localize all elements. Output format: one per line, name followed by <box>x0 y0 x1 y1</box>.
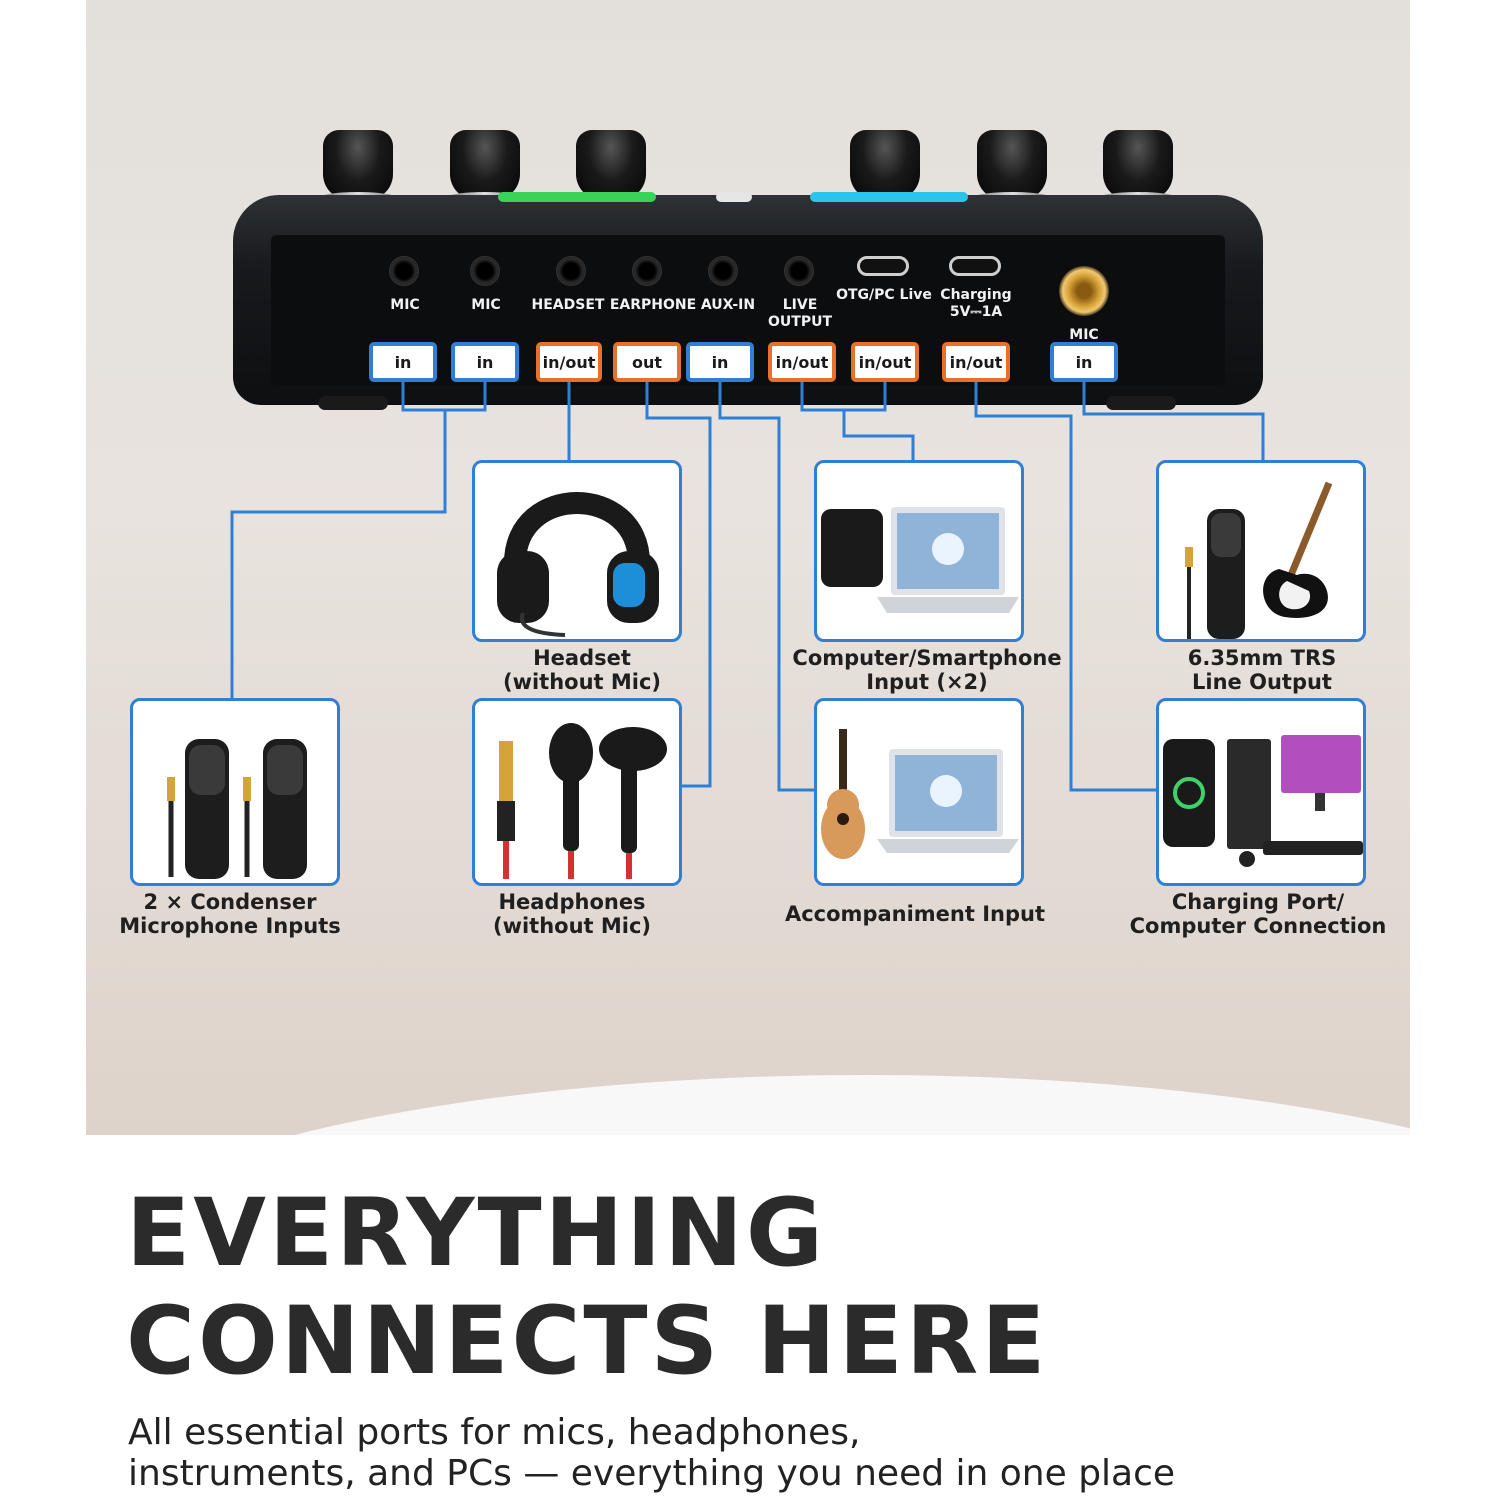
caption-computer-smartphone: Computer/Smartphone Input (×2) <box>792 646 1062 694</box>
wire-accompaniment <box>718 380 815 792</box>
headline: EVERYTHING CONNECTS HERE <box>126 1180 1048 1396</box>
subheadline: All essential ports for mics, headphones… <box>128 1412 1175 1494</box>
caption-headphones: Headphones (without Mic) <box>492 890 652 938</box>
tag-otg: in/out <box>851 342 919 382</box>
tag-earphone: out <box>613 342 681 382</box>
white-led <box>716 192 752 202</box>
aux-in-jack <box>708 256 738 286</box>
device-foot-left <box>318 396 388 410</box>
green-led-strip <box>498 192 656 202</box>
card-accompaniment <box>814 698 1024 886</box>
caption-charging-port: Charging Port/ Computer Connection <box>1129 890 1387 938</box>
subheadline-line-1: All essential ports for mics, headphones… <box>128 1412 861 1453</box>
card-headset <box>472 460 682 642</box>
trs-mic-jack <box>1059 266 1109 316</box>
tag-aux-in: in <box>686 342 754 382</box>
port-label-earphone: EARPHONE <box>609 297 697 313</box>
wire-computer <box>800 380 915 462</box>
port-label-mic-2: MIC <box>471 297 501 313</box>
laptop-phone-icon <box>821 507 1019 613</box>
tag-mic-3: in <box>1050 342 1118 382</box>
device-foot-right <box>1106 396 1176 410</box>
caption-trs-output: 6.35mm TRS Line Output <box>1187 646 1337 694</box>
card-computer-smartphone <box>814 460 1024 642</box>
port-label-headset: HEADSET <box>531 297 605 313</box>
tag-live-output: in/out <box>768 342 836 382</box>
card-trs-output <box>1156 460 1366 642</box>
earphone-jack <box>632 256 662 286</box>
caption-accompaniment: Accompaniment Input <box>784 902 1046 926</box>
phone-pc-icon <box>1163 735 1363 867</box>
port-label-mic-3: MIC <box>1069 327 1099 343</box>
tag-mic-1: in <box>369 342 437 382</box>
headline-line-2: CONNECTS HERE <box>126 1287 1049 1396</box>
tag-mic-2: in <box>451 342 519 382</box>
wire-charging <box>974 380 1157 792</box>
caption-condenser-mics: 2 × Condenser Microphone Inputs <box>119 890 341 938</box>
cyan-led-strip <box>810 192 968 202</box>
tag-charging: in/out <box>942 342 1010 382</box>
card-headphones <box>472 698 682 886</box>
subheadline-line-2: instruments, and PCs — everything you ne… <box>128 1453 1176 1494</box>
mic-jack-2 <box>470 256 500 286</box>
tag-headset: in/out <box>536 342 602 382</box>
guitar-laptop-icon <box>821 729 1019 859</box>
card-charging-port <box>1156 698 1366 886</box>
mic-jack-1 <box>389 256 419 286</box>
otg-usb-c-port <box>857 256 909 276</box>
headset-icon <box>497 492 659 637</box>
mic-guitar-icon <box>1185 481 1333 639</box>
port-label-otg: OTG/PC Live <box>836 287 932 303</box>
port-label-aux-in: AUX-IN <box>700 297 756 313</box>
wire-mics <box>230 380 487 700</box>
port-label-live-output: LIVE OUTPUT <box>768 297 832 330</box>
port-label-charging: Charging 5V⎓1A <box>940 287 1012 320</box>
charging-usb-c-port <box>949 256 1001 276</box>
wire-trs <box>1082 380 1265 462</box>
headset-jack <box>556 256 586 286</box>
earphones-icon <box>497 723 667 879</box>
card-condenser-mics <box>130 698 340 886</box>
port-label-mic-1: MIC <box>390 297 420 313</box>
condenser-mic-icon <box>167 739 307 879</box>
wire-headphones <box>645 380 712 788</box>
headline-line-1: EVERYTHING <box>126 1179 827 1288</box>
live-output-jack <box>784 256 814 286</box>
caption-headset: Headset (without Mic) <box>502 646 662 694</box>
